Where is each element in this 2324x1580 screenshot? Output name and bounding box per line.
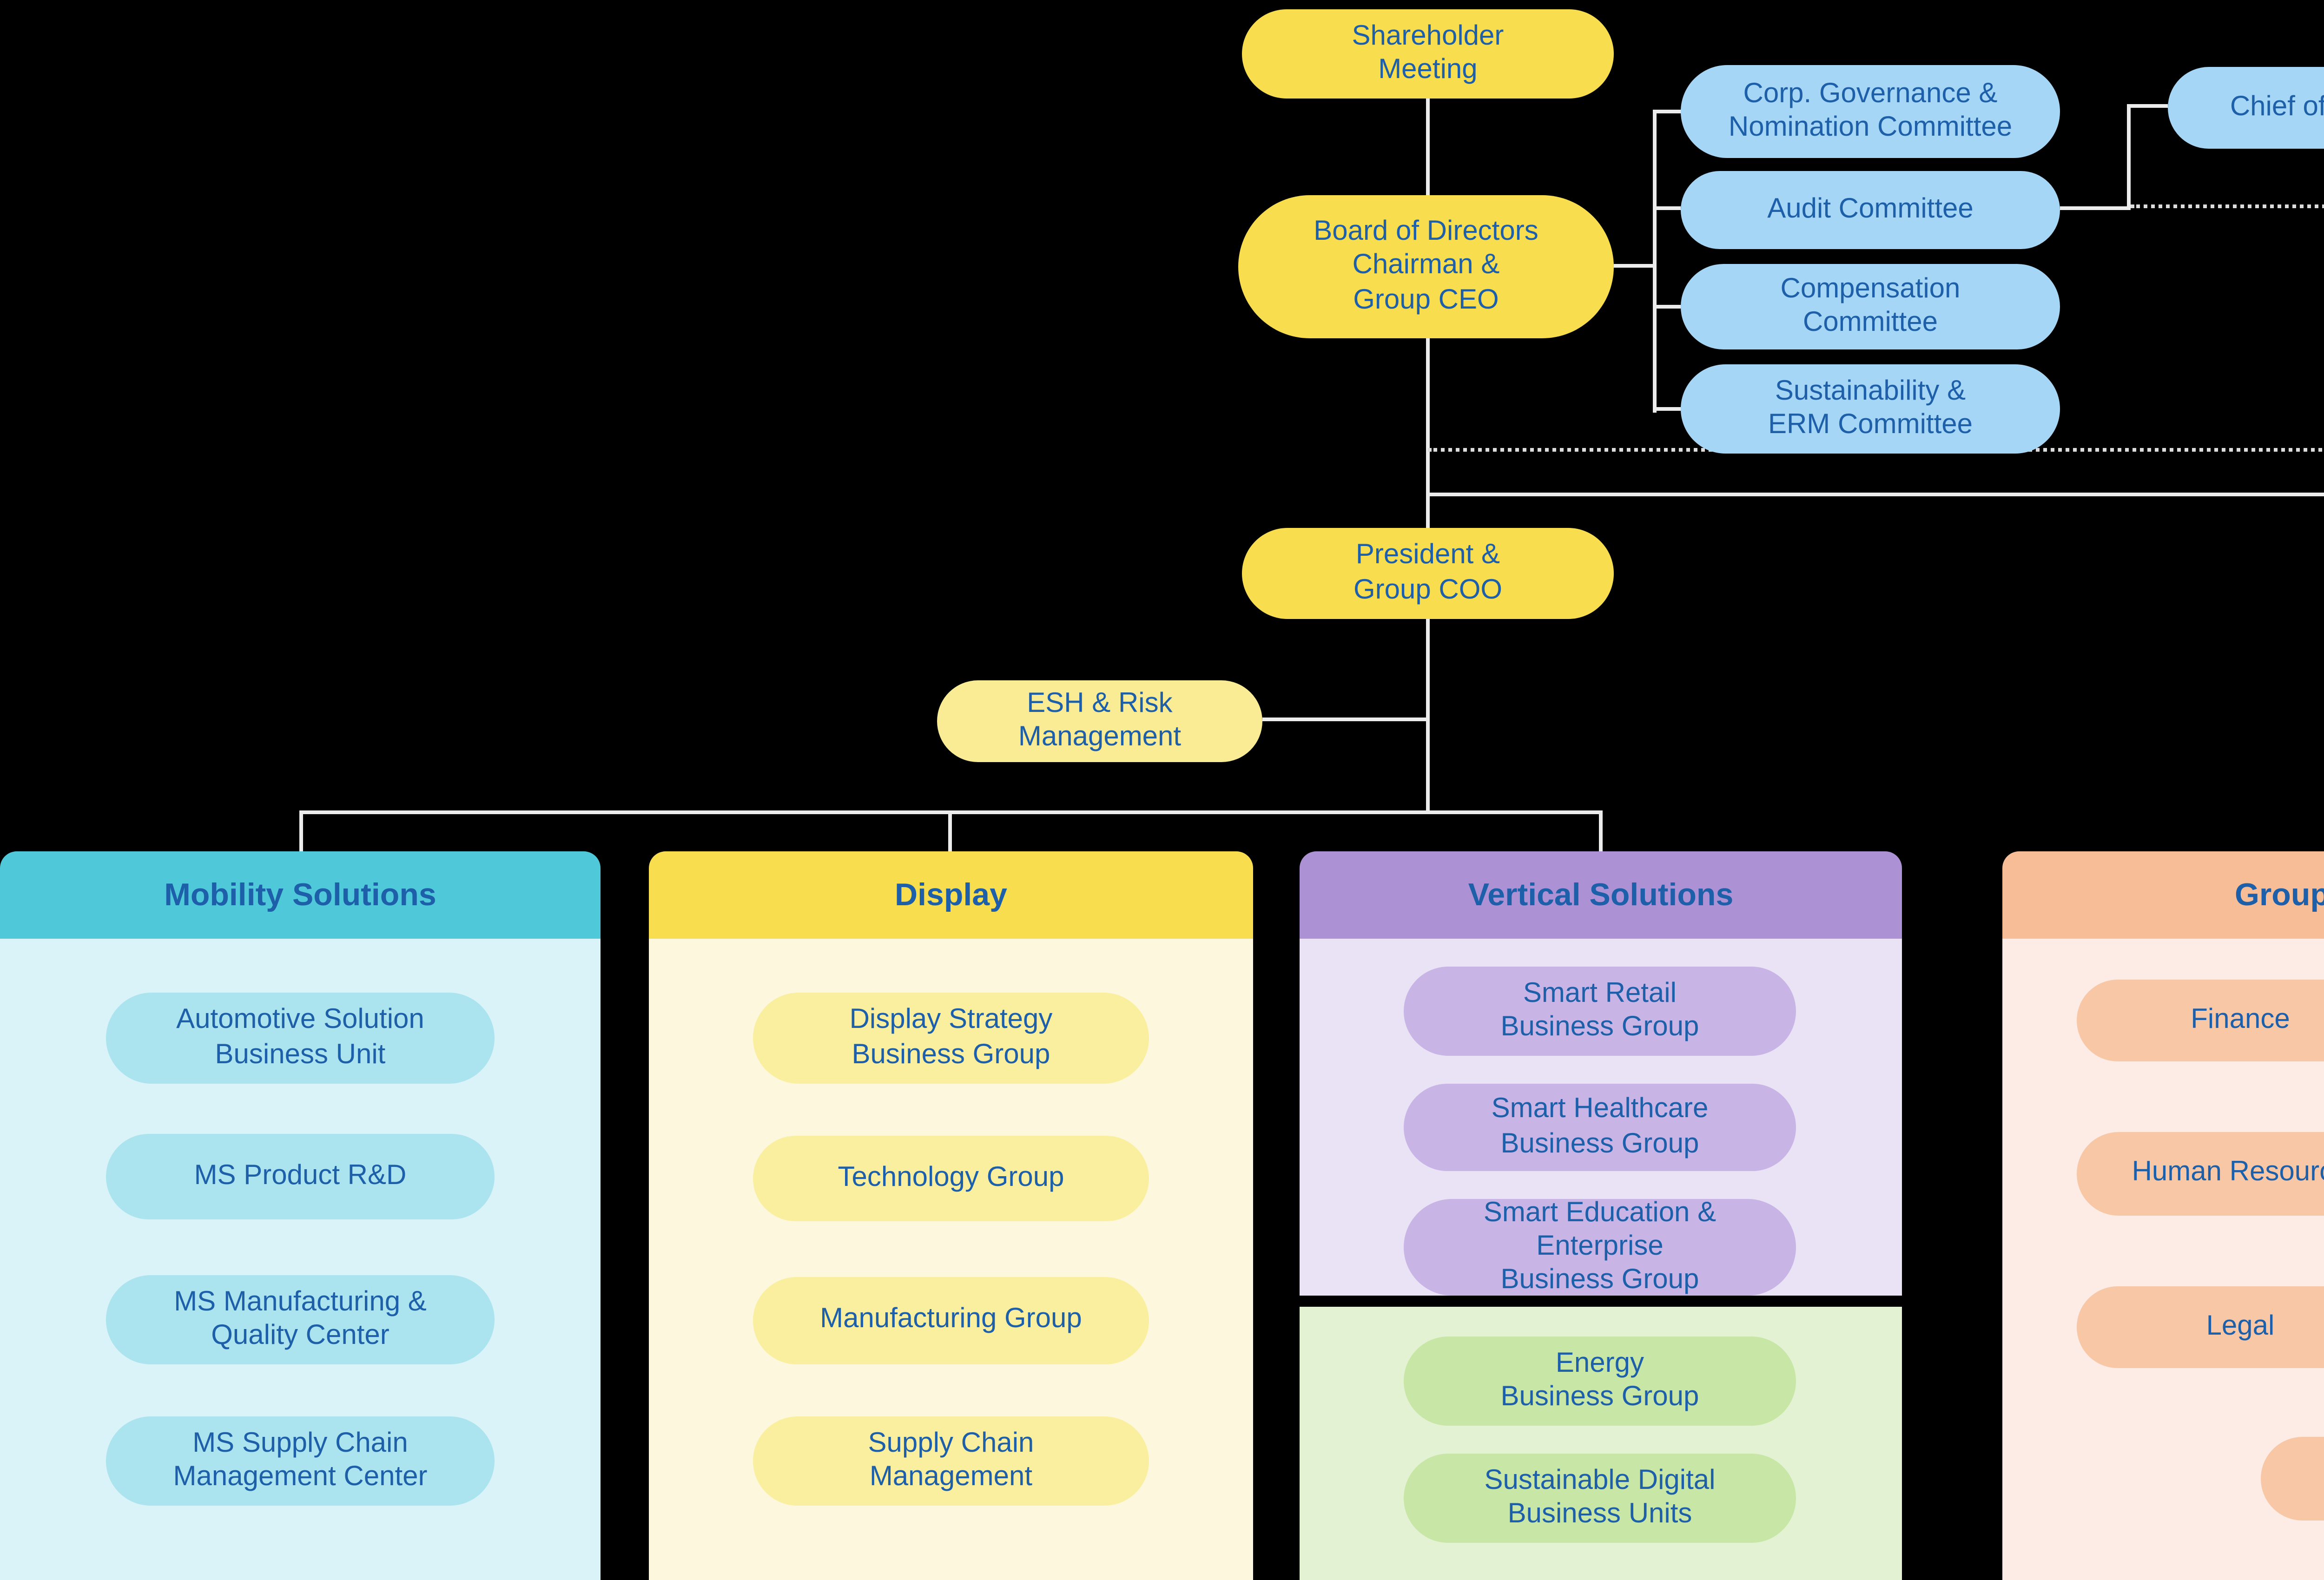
pill-label: Legal	[2206, 1310, 2275, 1342]
pill-label: Energy Business Group	[1500, 1347, 1699, 1413]
node-label: ESH & Risk Management	[1018, 687, 1182, 753]
pill-finance: Finance	[2077, 980, 2324, 1061]
connector-committee-stub-1	[1653, 110, 1684, 113]
pill-label: Supply Chain Management	[868, 1427, 1034, 1493]
pill-energy-business-group: Energy Business Group	[1404, 1336, 1796, 1426]
unit-card-vertical-solutions: Vertical Solutions Smart Retail Business…	[1300, 851, 1902, 1580]
node-committee-audit: Audit Committee	[1681, 171, 2060, 249]
card-title: Mobility Solutions	[164, 876, 436, 912]
pill-ms-product-rd: MS Product R&D	[106, 1134, 495, 1219]
node-label: Corp. Governance & Nomination Committee	[1728, 77, 2013, 143]
pill-label: Smart Education & Enterprise Business Gr…	[1483, 1196, 1717, 1296]
node-label: Board of Directors Chairman & Group CEO	[1314, 216, 1538, 316]
pill-label: Technology Group	[838, 1161, 1064, 1193]
card-header: Vertical Solutions	[1300, 851, 1902, 939]
connector-infra-branch-h	[1426, 493, 2324, 496]
connector-esh-branch	[1262, 718, 1428, 721]
pill-sustainable-digital-business-units: Sustainable Digital Business Units	[1404, 1454, 1796, 1543]
card-title: Display	[895, 876, 1007, 912]
node-president-group-coo: President & Group COO	[1242, 528, 1614, 619]
pill-human-resource: Human Resource	[2077, 1132, 2324, 1216]
pill-display-strategy-business-group: Display Strategy Business Group	[753, 993, 1149, 1084]
connector-committee-spine	[1653, 110, 1657, 413]
pill-smart-retail-business-group: Smart Retail Business Group	[1404, 967, 1796, 1056]
connector-compliance-stub	[2127, 104, 2168, 108]
node-shareholder-meeting: Shareholder Meeting	[1242, 9, 1614, 99]
card-header: Display	[649, 851, 1253, 939]
connector-audit-compliance-v	[2127, 106, 2131, 210]
pill-ms-supply-chain-management-center: MS Supply Chain Management Center	[106, 1416, 495, 1506]
pill-label: Smart Healthcare Business Group	[1491, 1093, 1709, 1159]
connector-committee-stub-4	[1653, 407, 1681, 411]
pill-auditing: Auditing	[2261, 1437, 2324, 1521]
pill-automotive-solution-business-unit: Automotive Solution Business Unit	[106, 993, 495, 1084]
node-esh-risk-management: ESH & Risk Management	[937, 680, 1262, 762]
pill-label: Automotive Solution Business Unit	[176, 1004, 424, 1070]
pill-label: MS Supply Chain Management Center	[173, 1427, 428, 1493]
connector-committee-stub-3	[1653, 305, 1681, 309]
node-board-of-directors: Board of Directors Chairman & Group CEO	[1238, 195, 1614, 338]
node-label: President & Group COO	[1353, 539, 1503, 605]
node-label: Shareholder Meeting	[1352, 20, 1504, 86]
pill-label: Finance	[2191, 1003, 2290, 1035]
dotted-audit-right	[2131, 204, 2324, 208]
node-label: Sustainability & ERM Committee	[1768, 375, 1973, 441]
pill-legal: Legal	[2077, 1286, 2324, 1368]
pill-label: MS Product R&D	[194, 1159, 407, 1192]
connector-president-down	[1426, 619, 1430, 814]
pill-supply-chain-management: Supply Chain Management	[753, 1416, 1149, 1506]
pill-manufacturing-group: Manufacturing Group	[753, 1277, 1149, 1364]
card-title: Vertical Solutions	[1468, 876, 1734, 912]
connector-committee-stub-2	[1653, 206, 1681, 210]
connector-stub-vertical	[1599, 810, 1603, 853]
unit-card-mobility-solutions: Mobility Solutions Automotive Solution B…	[0, 851, 601, 1580]
connector-audit-compliance-h	[2060, 206, 2131, 210]
pill-label: Display Strategy Business Group	[849, 1004, 1053, 1070]
pill-smart-education-enterprise-business-group: Smart Education & Enterprise Business Gr…	[1404, 1196, 1796, 1296]
node-label: Chief of Compliance	[2230, 91, 2324, 123]
node-committee-sustainability-erm: Sustainability & ERM Committee	[1681, 364, 2060, 454]
pill-label: MS Manufacturing & Quality Center	[174, 1285, 427, 1351]
unit-card-group-infrastructure: Group Infrastructure Unit Finance Digita…	[2002, 851, 2324, 1580]
node-committee-compensation: Compensation Committee	[1681, 264, 2060, 349]
pill-label: Sustainable Digital Business Units	[1484, 1464, 1716, 1530]
pill-label: Smart Retail Business Group	[1500, 977, 1699, 1043]
connector-stub-display	[948, 810, 952, 853]
node-label: Compensation Committee	[1780, 272, 1961, 338]
node-committee-corp-governance-nomination: Corp. Governance & Nomination Committee	[1681, 65, 2060, 158]
pill-label: Manufacturing Group	[820, 1304, 1082, 1336]
pill-ms-manufacturing-quality-center: MS Manufacturing & Quality Center	[106, 1275, 495, 1364]
pill-technology-group: Technology Group	[753, 1136, 1149, 1221]
node-chief-of-compliance: Chief of Compliance	[2168, 67, 2324, 149]
node-label: Audit Committee	[1767, 193, 1974, 225]
pill-smart-healthcare-business-group: Smart Healthcare Business Group	[1404, 1084, 1796, 1171]
connector-stub-mobility	[299, 810, 303, 853]
connector-board-president	[1426, 338, 1430, 530]
card-header: Mobility Solutions	[0, 851, 601, 939]
unit-card-display: Display Display Strategy Business Group …	[649, 851, 1253, 1580]
pill-label: Human Resource	[2132, 1157, 2324, 1189]
connector-shareholder-board	[1426, 99, 1430, 197]
connector-board-committees	[1614, 264, 1657, 268]
card-title: Group Infrastructure Unit	[2234, 876, 2324, 912]
card-header: Group Infrastructure Unit	[2002, 851, 2324, 939]
